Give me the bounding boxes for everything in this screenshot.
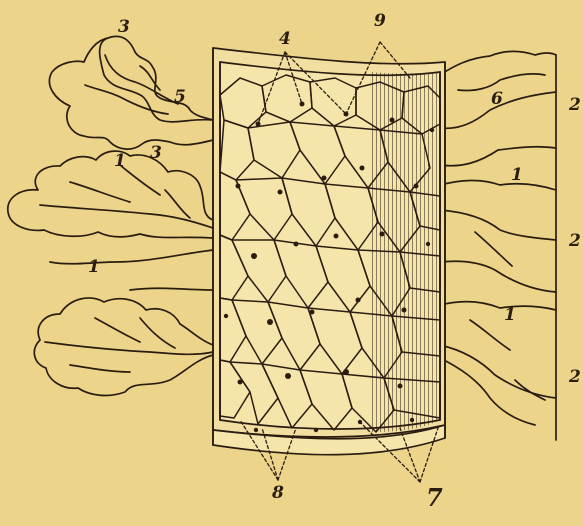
left-lobule-middle bbox=[8, 151, 213, 238]
label-3-top: 3 bbox=[118, 17, 130, 37]
left-lobule-low-edge bbox=[50, 250, 213, 290]
left-lobule-bottom bbox=[34, 298, 213, 395]
label-3-middle: 3 bbox=[150, 143, 162, 163]
label-4: 4 bbox=[279, 29, 291, 49]
label-2-bottom: 2 bbox=[568, 367, 581, 387]
label-2-top: 2 bbox=[568, 95, 581, 115]
right-lobules bbox=[440, 51, 556, 440]
label-8: 8 bbox=[271, 483, 284, 503]
label-6: 6 bbox=[491, 89, 503, 109]
label-1-right-upper: 1 bbox=[511, 165, 523, 185]
label-5: 5 bbox=[174, 87, 186, 107]
label-1-right-lower: 1 bbox=[504, 305, 516, 325]
label-9: 9 bbox=[374, 11, 386, 31]
left-lobule-top bbox=[49, 36, 213, 149]
label-2-middle: 2 bbox=[568, 231, 581, 251]
duct-tube bbox=[213, 48, 445, 455]
label-1-left-lower: 1 bbox=[88, 257, 100, 277]
label-1-left-upper: 1 bbox=[114, 151, 126, 171]
label-7: 7 bbox=[426, 483, 443, 512]
